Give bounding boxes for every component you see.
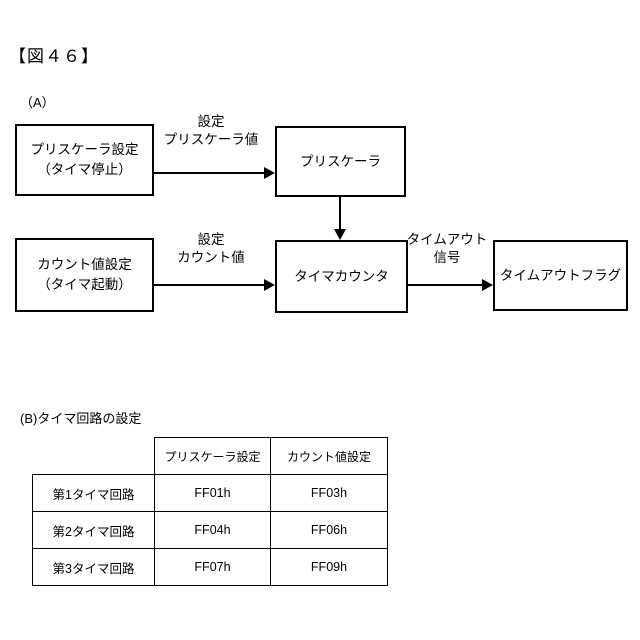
arrowhead-right-icon	[482, 279, 493, 291]
connector-count-setting-to-timer-counter	[154, 284, 266, 286]
table-cell-count: FF09h	[270, 548, 388, 586]
node-prescaler-setting: プリスケーラ設定 （タイマ停止）	[15, 124, 154, 196]
arrowhead-right-icon	[264, 167, 275, 179]
table-header-prescaler: プリスケーラ設定	[154, 437, 271, 475]
node-timeout-flag: タイムアウトフラグ	[493, 240, 628, 311]
node-prescaler: プリスケーラ	[275, 126, 406, 197]
node-count-setting-line1: カウント値設定	[37, 257, 132, 273]
arrowhead-right-icon	[264, 279, 275, 291]
table-cell-count: FF06h	[270, 511, 388, 549]
timer-settings-table: プリスケーラ設定 カウント値設定 第1タイマ回路 FF01h FF03h 第2タ…	[32, 437, 388, 586]
connector-timer-counter-to-timeout-flag	[408, 284, 484, 286]
edge-label-set-count-line1: 設定	[197, 232, 225, 247]
edge-label-timeout-signal: タイムアウト 信号	[399, 231, 495, 267]
table-row: 第2タイマ回路 FF04h FF06h	[32, 511, 388, 549]
edge-label-set-prescaler-line1: 設定	[197, 114, 225, 129]
table-header-count: カウント値設定	[270, 437, 388, 475]
section-label-b: (B)タイマ回路の設定	[20, 411, 142, 426]
table-cell-prescaler: FF07h	[154, 548, 271, 586]
node-count-setting-line2: （タイマ起動）	[37, 277, 132, 292]
table-row: 第1タイマ回路 FF01h FF03h	[32, 474, 388, 512]
edge-label-set-count: 設定 カウント値	[152, 231, 270, 267]
table-corner-cell	[32, 437, 155, 475]
node-timer-counter: タイマカウンタ	[275, 240, 408, 313]
table-cell-prescaler: FF04h	[154, 511, 271, 549]
table-cell-prescaler: FF01h	[154, 474, 271, 512]
connector-prescaler-setting-to-prescaler	[154, 172, 266, 174]
table-cell-count: FF03h	[270, 474, 388, 512]
node-prescaler-setting-line2: （タイマ停止）	[37, 162, 132, 177]
figure-title: 【図４６】	[9, 47, 99, 66]
edge-label-set-count-line2: カウント値	[177, 250, 245, 266]
timer-settings-table-wrap: プリスケーラ設定 カウント値設定 第1タイマ回路 FF01h FF03h 第2タ…	[32, 437, 388, 586]
table-header-row: プリスケーラ設定 カウント値設定	[32, 437, 388, 475]
table-row-label: 第3タイマ回路	[32, 548, 155, 586]
edge-label-timeout-signal-line2: 信号	[433, 250, 461, 266]
node-prescaler-line1: プリスケーラ	[300, 153, 381, 169]
edge-label-timeout-signal-line1: タイムアウト	[406, 232, 488, 247]
table-row-label: 第2タイマ回路	[32, 511, 155, 549]
table-row: 第3タイマ回路 FF07h FF09h	[32, 548, 388, 586]
node-count-setting: カウント値設定 （タイマ起動）	[15, 238, 154, 312]
table-row-label: 第1タイマ回路	[32, 474, 155, 512]
node-timeout-flag-line1: タイムアウトフラグ	[499, 267, 622, 283]
connector-prescaler-to-timer-counter	[339, 197, 341, 231]
node-timer-counter-line1: タイマカウンタ	[294, 268, 389, 284]
arrowhead-down-icon	[334, 229, 346, 240]
node-prescaler-setting-line1: プリスケーラ設定	[30, 142, 139, 158]
edge-label-set-prescaler-line2: プリスケーラ値	[163, 132, 259, 148]
edge-label-set-prescaler: 設定 プリスケーラ値	[152, 113, 270, 149]
section-label-a: （A）	[20, 95, 55, 110]
